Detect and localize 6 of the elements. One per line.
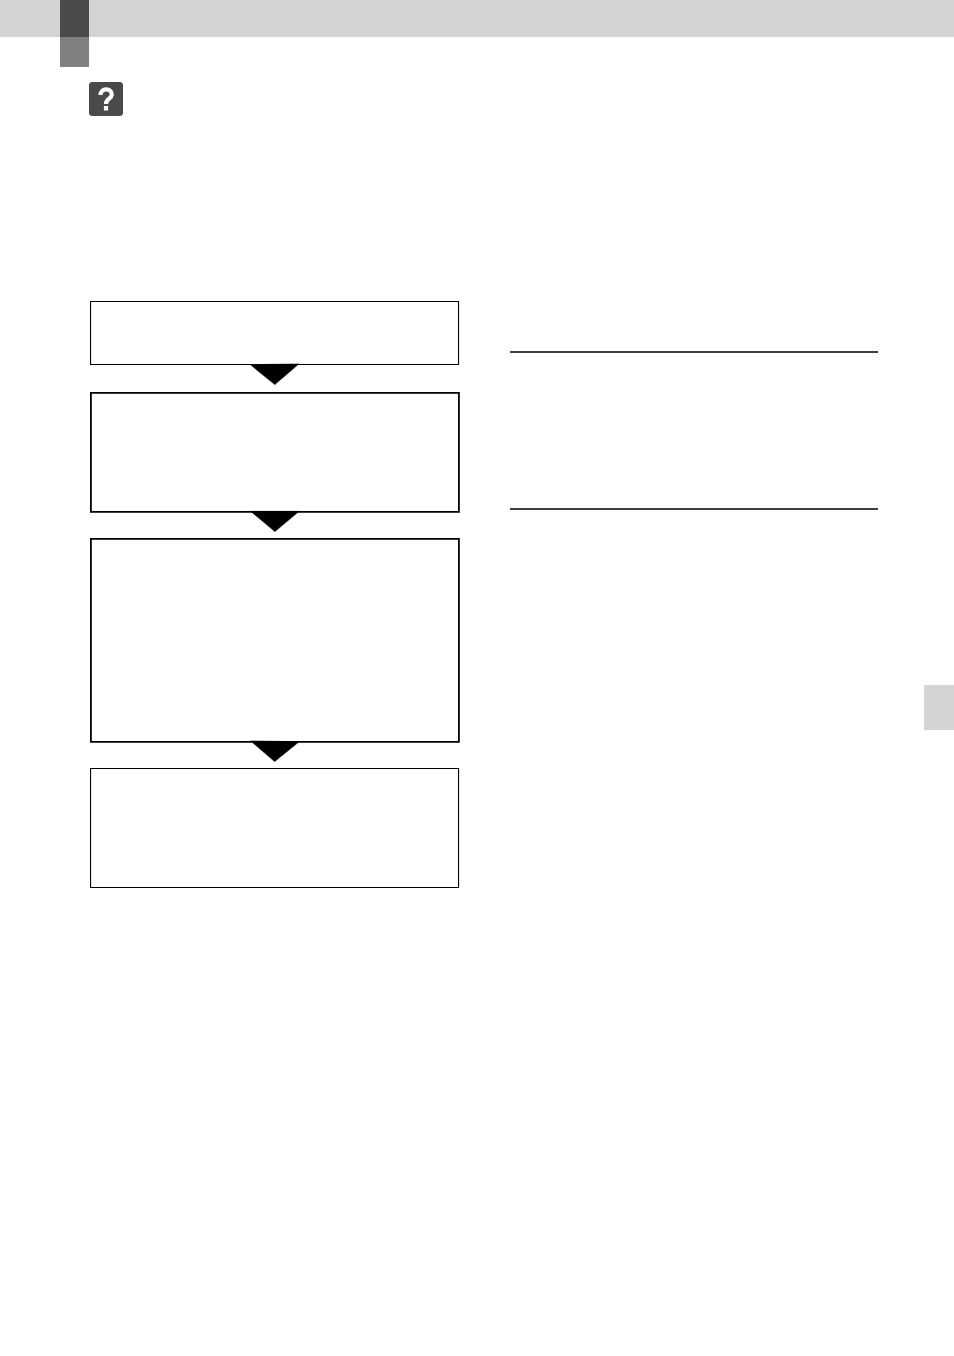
arrow <box>250 510 300 532</box>
empty-box <box>90 301 460 366</box>
arrow <box>250 740 300 762</box>
empty-box <box>90 538 460 743</box>
empty-box <box>90 392 460 513</box>
empty-box <box>90 768 460 889</box>
